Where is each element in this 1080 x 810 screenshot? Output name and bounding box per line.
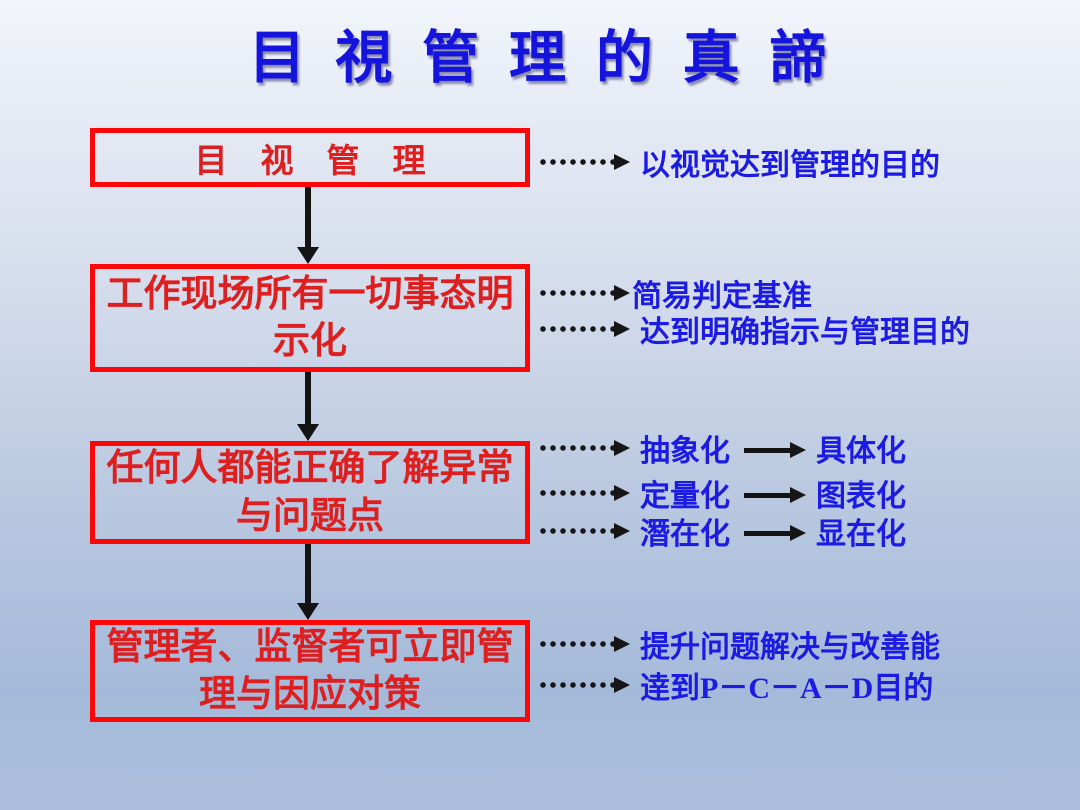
dotted-arrow-icon — [538, 523, 630, 539]
annotation-row: 简易判定基准 — [538, 273, 812, 313]
flow-box-manager-response: 管理者、监督者可立即管 理与因应对策 — [90, 620, 530, 722]
down-arrow-icon — [296, 372, 320, 441]
annotation-text: 图表化 — [816, 480, 906, 513]
arrow-shaft — [305, 372, 311, 424]
annotation-text: 提升问题解决与改善能 — [640, 631, 940, 664]
right-arrow-icon — [744, 442, 806, 458]
dotted-arrow-icon — [538, 285, 630, 301]
arrow-head — [297, 424, 319, 441]
dotted-arrow-icon — [538, 485, 630, 501]
annotation-row: 抽象化 具体化 — [538, 428, 906, 468]
annotation-text: 定量化 — [640, 480, 730, 513]
annotation-row: 以视觉达到管理的目的 — [538, 142, 940, 182]
box-text-line: 目 视 管 理 — [194, 143, 426, 180]
annotation-row: 逹到P－C－A－D目的 — [538, 665, 933, 705]
flow-box-site-conditions: 工作现场所有一切事态明 示化 — [90, 264, 530, 372]
dotted-arrow-icon — [538, 321, 630, 337]
annotation-text: 抽象化 — [640, 435, 730, 468]
dotted-arrow-icon — [538, 677, 630, 693]
box-text-line: 与问题点 — [236, 495, 384, 537]
annotation-text: 潛在化 — [640, 518, 730, 551]
box-text-line: 理与因应对策 — [199, 674, 421, 715]
down-arrow-icon — [296, 544, 320, 620]
arrow-shaft — [305, 187, 311, 247]
page-title: 目 視 管 理 的 真 諦 — [248, 25, 832, 91]
right-arrow-icon — [744, 487, 806, 503]
down-arrow-icon — [296, 187, 320, 264]
annotation-row: 潛在化 显在化 — [538, 511, 906, 551]
box-text-line: 任何人都能正确了解异常 — [106, 448, 514, 490]
dotted-arrow-icon — [538, 440, 630, 456]
right-arrow-icon — [744, 525, 806, 541]
annotation-text: 显在化 — [816, 518, 906, 551]
dotted-arrow-icon — [538, 636, 630, 652]
annotation-text: 逹到P－C－A－D目的 — [640, 672, 934, 705]
annotation-row: 达到明确指示与管理目的 — [538, 309, 970, 349]
arrow-head — [297, 603, 319, 620]
arrow-shaft — [305, 544, 311, 603]
box-text-line: 示化 — [273, 321, 347, 362]
annotation-row: 提升问题解决与改善能 — [538, 624, 940, 664]
box-text-line: 工作现场所有一切事态明 — [106, 273, 514, 315]
annotation-text: 简易判定基准 — [632, 280, 812, 313]
annotation-text: 达到明确指示与管理目的 — [640, 316, 970, 349]
annotation-row: 定量化 图表化 — [538, 473, 906, 513]
arrow-head — [297, 247, 319, 264]
box-text-line: 管理者、监督者可立即管 — [106, 626, 514, 668]
flow-box-anyone-understands: 任何人都能正确了解异常 与问题点 — [90, 441, 530, 544]
flow-box-visual-management: 目 视 管 理 — [90, 128, 530, 187]
dotted-arrow-icon — [538, 154, 630, 170]
annotation-text: 以视觉达到管理的目的 — [640, 149, 940, 182]
annotation-text: 具体化 — [816, 435, 906, 468]
